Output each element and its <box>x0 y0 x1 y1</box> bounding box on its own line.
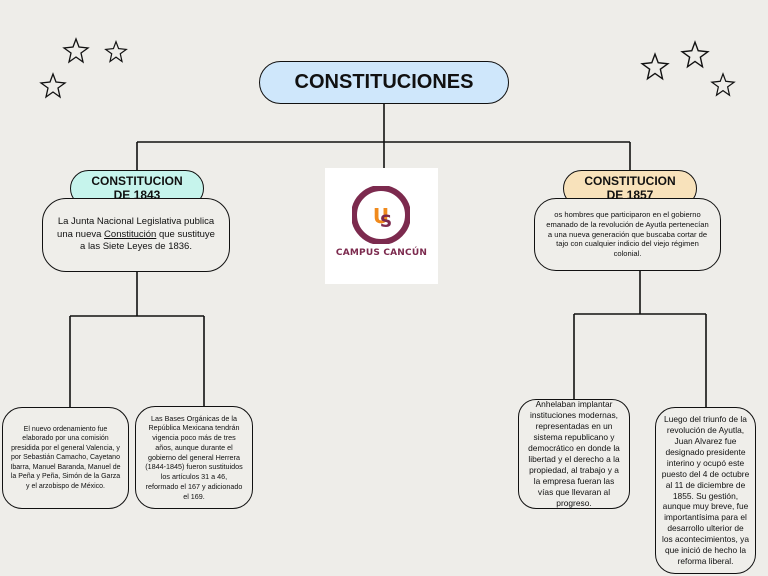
svg-text:U: U <box>373 204 389 228</box>
logo-caption: CAMPUS CANCÚN <box>335 248 428 258</box>
detail-1843-commission: El nuevo ordenamiento fue elaborado por … <box>2 407 129 509</box>
detail-1857-institutions-text: Anhelaban implantar instituciones modern… <box>528 398 620 509</box>
heading-1843-line1: CONSTITUCION <box>91 173 183 188</box>
star-icon <box>680 40 710 69</box>
summary-1843: La Junta Nacional Legislativa publica un… <box>42 198 230 272</box>
university-logo: U S CAMPUS CANCÚN <box>325 168 438 284</box>
detail-1857-ayutla-text: Luego del triunfo de la revolución de Ay… <box>661 414 750 567</box>
summary-1857: os hombres que participaron en el gobier… <box>534 198 721 271</box>
star-icon <box>710 72 736 97</box>
detail-1857-institutions: Anhelaban implantar instituciones modern… <box>518 399 630 509</box>
summary-1857-text: os hombres que participaron en el gobier… <box>546 209 709 259</box>
heading-1843-line2: DE 1843 <box>113 187 161 202</box>
detail-1857-ayutla: Luego del triunfo de la revolución de Ay… <box>655 407 756 574</box>
page-title: CONSTITUCIONES <box>259 61 509 104</box>
star-icon <box>640 52 670 81</box>
heading-1857-line2: DE 1857 <box>606 187 654 202</box>
star-icon <box>62 37 90 64</box>
summary-1843-text: La Junta Nacional Legislativa publica un… <box>57 216 215 254</box>
constitucion-link[interactable]: Constitución <box>104 228 157 240</box>
svg-text:S: S <box>380 212 392 232</box>
summary-1843-pre: La Junta Nacional Legislativa publica un… <box>57 215 215 240</box>
star-icon <box>39 72 67 99</box>
star-icon <box>104 40 128 63</box>
detail-1843-bases: Las Bases Orgánicas de la República Mexi… <box>135 406 253 509</box>
logo-emblem-icon: U S <box>352 186 410 244</box>
detail-1843-commission-text: El nuevo ordenamiento fue elaborado por … <box>10 425 121 490</box>
heading-1857-line1: CONSTITUCION <box>584 173 676 188</box>
detail-1843-bases-text: Las Bases Orgánicas de la República Mexi… <box>145 413 243 501</box>
page-title-text: CONSTITUCIONES <box>294 71 474 93</box>
summary-1843-post: que sustituye a las Siete Leyes de 1836. <box>80 228 215 253</box>
